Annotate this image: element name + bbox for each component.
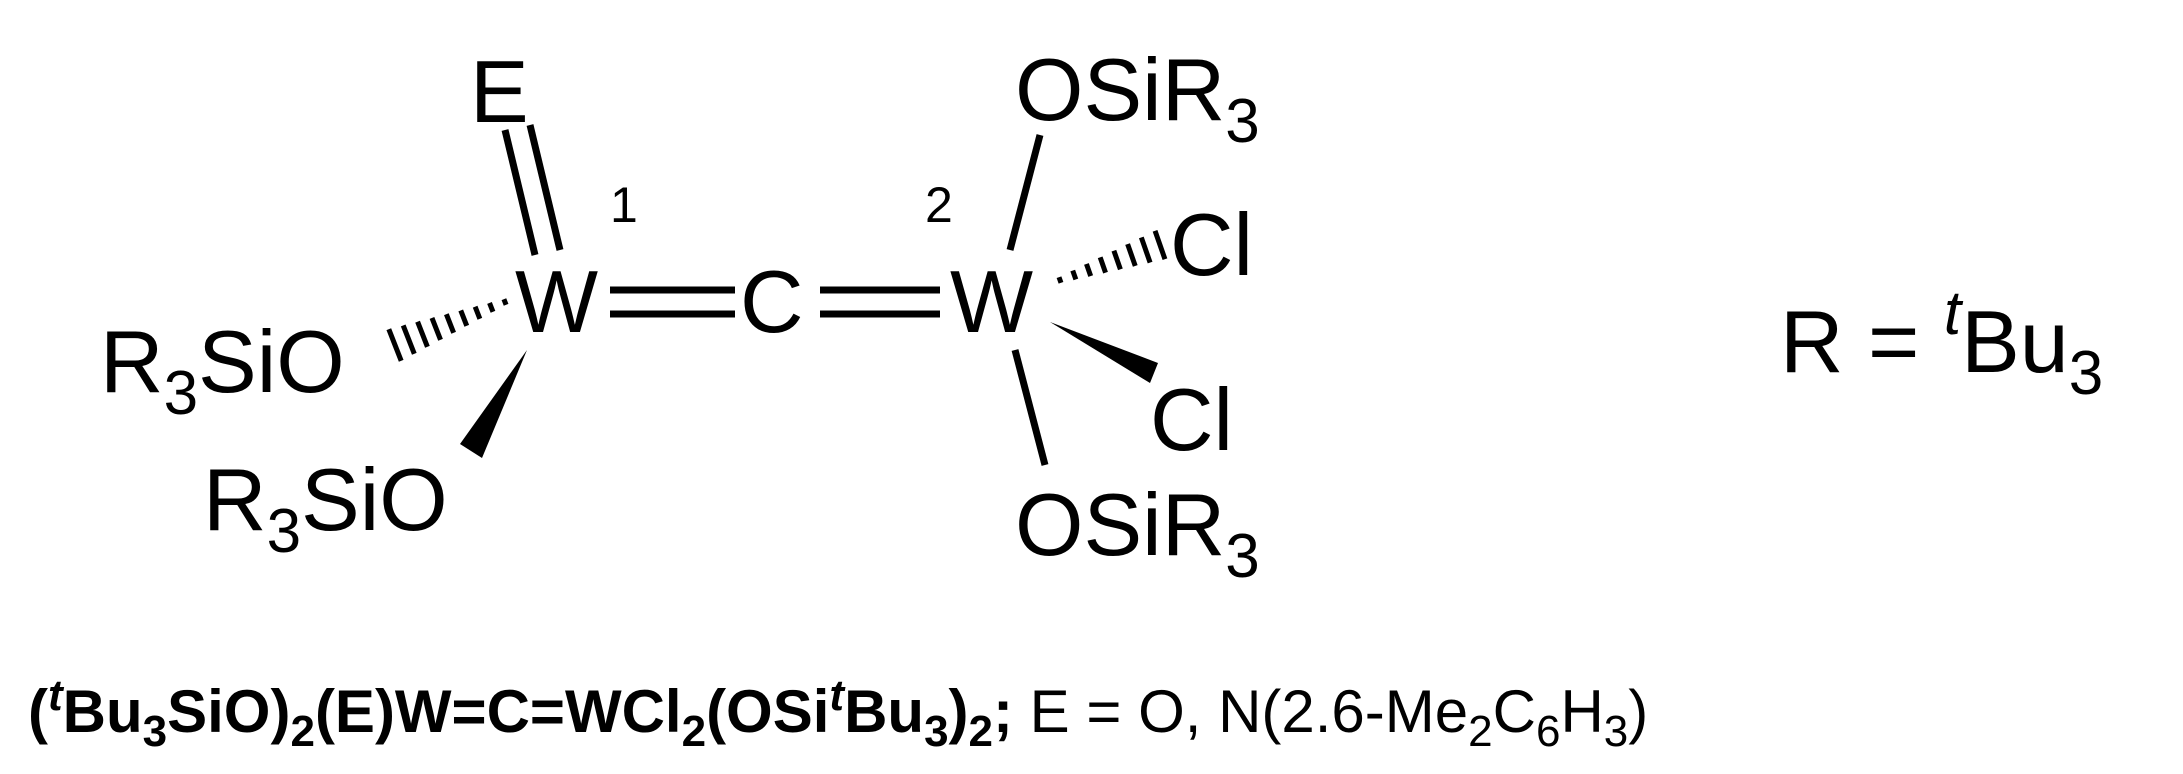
- hash-left-stroke: [400, 324, 417, 355]
- w1-osir3-wedge-bond: [460, 350, 527, 458]
- r-definition-base: Bu: [1961, 292, 2069, 391]
- ligand-left-bottom-subscript: 3: [267, 497, 301, 566]
- caption-b11: 3: [924, 707, 948, 756]
- hash-right-stroke: [1084, 263, 1094, 277]
- caption-b2: Bu: [63, 678, 143, 745]
- hash-left-stroke: [487, 302, 496, 313]
- chloride-upper: Cl: [1170, 195, 1253, 294]
- ligand-left-bottom: R3SiO: [203, 450, 448, 566]
- hash-left-stroke: [386, 328, 404, 362]
- hash-right-stroke: [1056, 276, 1064, 284]
- ligand-right-top-subscript: 3: [1225, 87, 1259, 156]
- caption-b8: (OSi: [706, 678, 829, 745]
- w2-osir3-top-bond: [1006, 134, 1044, 251]
- hash-right-stroke: [1125, 243, 1138, 267]
- w1-osir3-hashed-bond: [386, 298, 509, 362]
- r-definition: R = tBu3: [1780, 279, 2103, 408]
- hash-right-stroke: [1070, 269, 1079, 281]
- compound-caption: (tBu3SiO)2(E)W=C=WCl2(OSitBu3)2; E = O, …: [28, 671, 1648, 756]
- caption-b1: t: [48, 671, 65, 720]
- r-definition-lhs: R =: [1780, 292, 1944, 391]
- ligand-right-bottom-prefix: OSiR: [1015, 475, 1225, 574]
- caption-b13: 2: [969, 707, 993, 756]
- ligand-left-top: R3SiO: [100, 312, 345, 428]
- ligand-right-bottom-subscript: 3: [1225, 522, 1259, 591]
- ligand-right-top: OSiR3: [1015, 40, 1260, 156]
- hash-left-stroke: [415, 320, 430, 348]
- caption-b0: (: [28, 678, 48, 745]
- hash-right-stroke: [1111, 249, 1123, 271]
- caption-plain-sub-1: 2: [1468, 707, 1492, 756]
- caption-plain-3: H: [1560, 678, 1603, 745]
- caption-b10: Bu: [844, 678, 924, 745]
- hash-right-stroke: [1152, 230, 1168, 260]
- caption-b14: ;: [993, 678, 1013, 745]
- caption-plain-4: ): [1628, 678, 1648, 745]
- w2-osir3-bottom-bond: [1011, 349, 1049, 466]
- ligand-right-bottom: OSiR3: [1015, 475, 1260, 591]
- r-definition-sub: 3: [2069, 339, 2103, 408]
- tungsten-atom-2: W: [950, 252, 1033, 351]
- caption-b7: 2: [682, 707, 706, 756]
- chloride-lower: Cl: [1150, 370, 1233, 469]
- position-label-2: 2: [925, 177, 953, 233]
- central-carbon-atom: C: [740, 252, 804, 351]
- caption-b6: (E)W=C=WCl: [315, 678, 682, 745]
- caption-b9: t: [829, 671, 846, 720]
- ligand-left-top-prefix: R: [100, 312, 164, 411]
- hash-left-stroke: [501, 298, 509, 306]
- w2-cl-hashed-bond: [1056, 230, 1168, 284]
- hash-left-stroke: [429, 317, 443, 341]
- ligand-left-top-subscript: 3: [164, 359, 198, 428]
- position-label-1: 1: [610, 177, 638, 233]
- tungsten-atom-1: W: [515, 252, 598, 351]
- bonds: [386, 124, 1168, 466]
- hash-right-stroke: [1138, 236, 1153, 264]
- caption-b12: ): [949, 678, 969, 745]
- ligand-right-top-prefix: OSiR: [1015, 40, 1225, 139]
- caption-plain-sub-3: 3: [1604, 707, 1628, 756]
- ligand-left-bottom-prefix: R: [203, 450, 267, 549]
- hash-right-stroke: [1097, 256, 1108, 274]
- caption-b4: SiO): [167, 678, 290, 745]
- w1-e-bond-b: [526, 124, 564, 251]
- w2-cl-wedge-bond: [1050, 322, 1158, 383]
- caption-plain-1: E = O, N(2.6-Me: [1013, 678, 1468, 745]
- hash-left-stroke: [444, 313, 456, 334]
- w1-e-bond-a: [501, 129, 539, 256]
- ligand-left-top-suffix: SiO: [198, 312, 345, 411]
- caption-b3: 3: [143, 707, 167, 756]
- caption-plain-sub-2: 6: [1536, 707, 1560, 756]
- ligand-left-bottom-suffix: SiO: [301, 450, 448, 549]
- hash-left-stroke: [458, 309, 470, 327]
- r-definition-sup: t: [1944, 279, 1964, 348]
- apical-group-e: E: [470, 42, 529, 141]
- atoms: E 1 2 W C W R3SiO R3SiO OSiR3 Cl Cl OSiR…: [100, 40, 1260, 591]
- caption-b5: 2: [290, 707, 314, 756]
- caption-plain-2: C: [1493, 678, 1536, 745]
- hash-left-stroke: [472, 305, 483, 320]
